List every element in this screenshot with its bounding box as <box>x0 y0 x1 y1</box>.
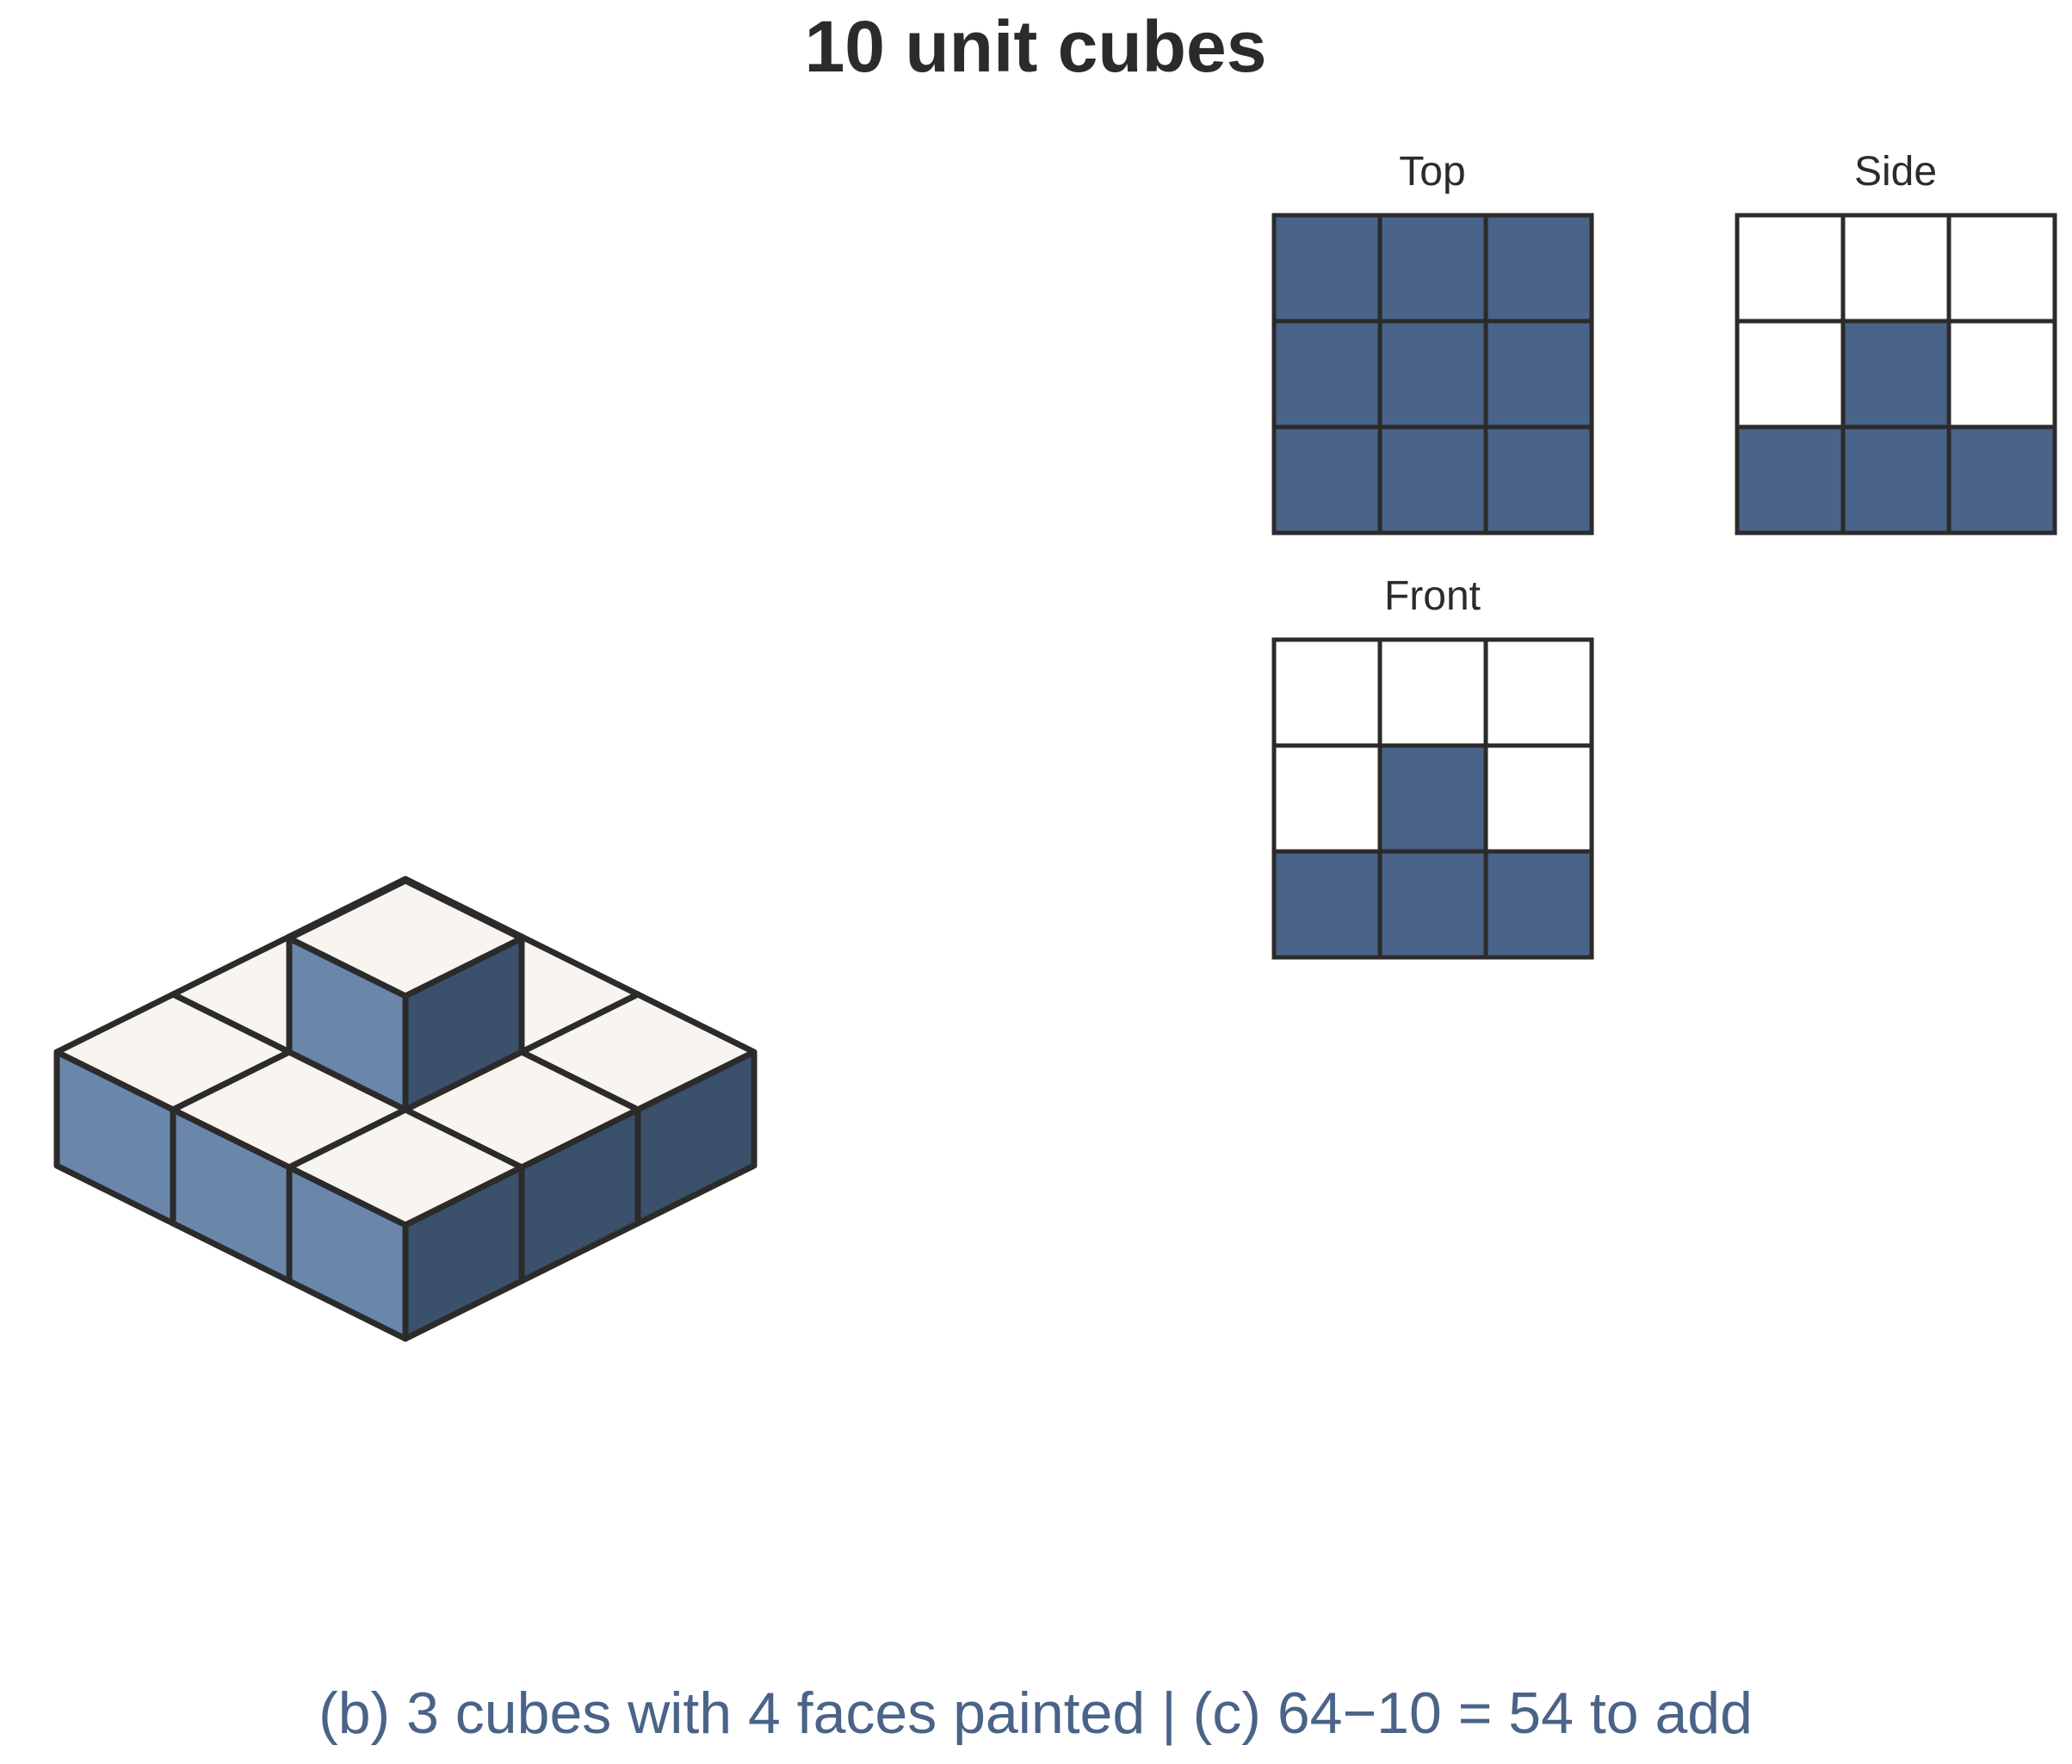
front-view-cell <box>1271 849 1382 960</box>
top-view-cell <box>1377 319 1488 430</box>
front-view-cell <box>1483 849 1594 960</box>
figure-caption: (b) 3 cubes with 4 faces painted | (c) 6… <box>319 1680 1753 1746</box>
front-view: Front <box>1271 573 1594 960</box>
side-view-cell <box>1946 213 2057 324</box>
side-view-cell <box>1946 319 2057 430</box>
front-view-grid <box>1271 637 1594 960</box>
unit-cube <box>286 877 525 1113</box>
side-view-cell <box>1840 319 1951 430</box>
front-view-cell <box>1271 743 1382 854</box>
top-view-label: Top <box>1399 149 1465 195</box>
front-view-cell <box>1271 637 1382 748</box>
front-view-cell <box>1483 637 1594 748</box>
side-view-cell <box>1840 213 1951 324</box>
cube-right-face <box>402 1164 525 1342</box>
front-view-label: Front <box>1384 573 1481 619</box>
top-view-cell <box>1483 424 1594 535</box>
side-view-label: Side <box>1854 149 1937 195</box>
side-view-cell <box>1735 213 1846 324</box>
figure-title: 10 unit cubes <box>805 6 1267 87</box>
top-view-cell <box>1271 213 1382 324</box>
isometric-cube-stack <box>53 876 758 1342</box>
top-view-cell <box>1271 319 1382 430</box>
side-view: Side <box>1735 149 2057 535</box>
front-view-cell <box>1377 849 1488 960</box>
front-view-cell <box>1377 743 1488 854</box>
side-view-cell <box>1840 424 1951 535</box>
side-view-grid <box>1735 213 2057 535</box>
top-view-cell <box>1483 213 1594 324</box>
front-view-cell <box>1377 637 1488 748</box>
side-view-cell <box>1735 319 1846 430</box>
top-view-cell <box>1377 424 1488 535</box>
top-view-grid <box>1271 213 1594 535</box>
top-view-cell <box>1377 213 1488 324</box>
top-view-cell <box>1483 319 1594 430</box>
unit-cube <box>286 1106 525 1342</box>
front-view-cell <box>1483 743 1594 854</box>
top-view: Top <box>1271 149 1594 535</box>
side-view-cell <box>1946 424 2057 535</box>
top-view-cell <box>1271 424 1382 535</box>
side-view-cell <box>1735 424 1846 535</box>
